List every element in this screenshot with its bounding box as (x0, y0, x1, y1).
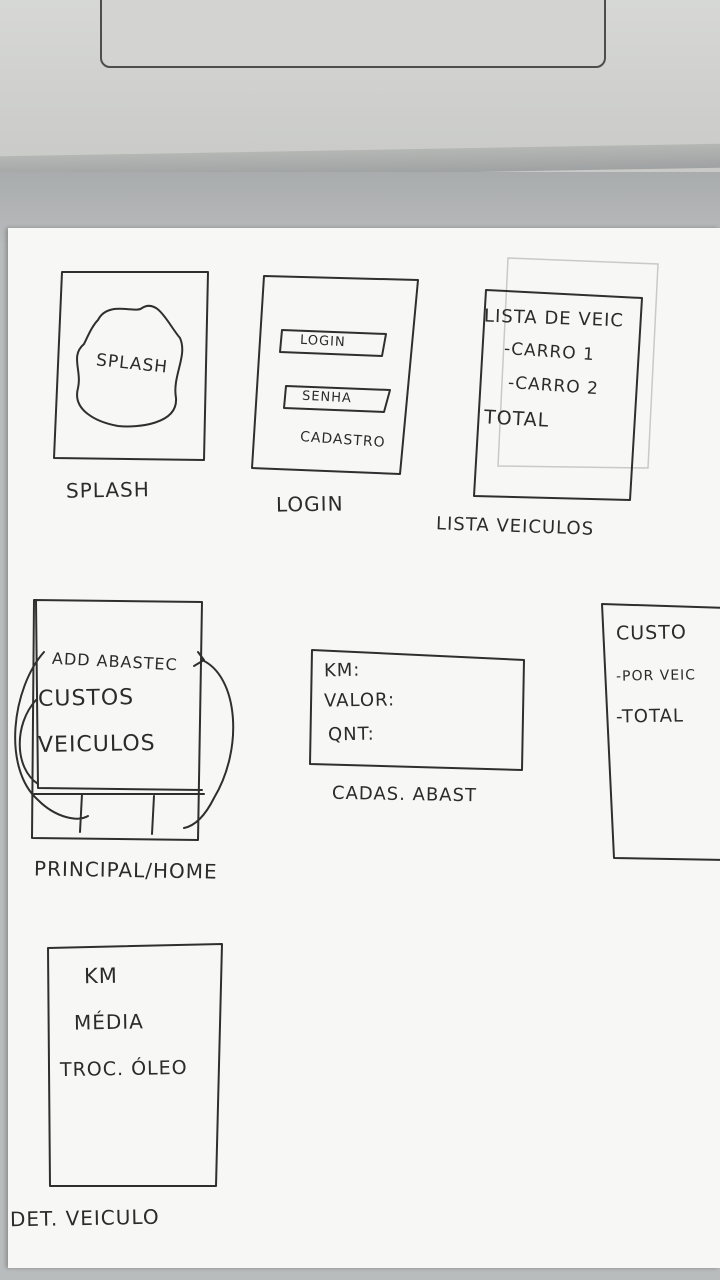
lista-frame (473, 289, 643, 501)
senha-field-box (283, 385, 391, 413)
splash-blob (76, 304, 184, 428)
det-item-km: KM (83, 963, 119, 989)
cadas-field-km: KM: (323, 659, 361, 682)
login-caption: LOGIN (275, 491, 344, 517)
cadas-abast-frame (309, 649, 525, 771)
cadas-caption: CADAS. ABAST (331, 782, 478, 807)
cadas-field-qnt: QNT: (327, 723, 375, 746)
wireframe-drawing (14, 257, 720, 1187)
cadas-field-valor: VALOR: (323, 689, 396, 712)
splash-caption: SPLASH (65, 477, 150, 503)
custo-item-total: -TOTAL (615, 705, 685, 728)
principal-tab-divider-1 (79, 793, 83, 833)
lista-total: TOTAL (483, 406, 550, 432)
login-frame (251, 275, 419, 475)
principal-item-veiculos: VEICULOS (37, 730, 156, 759)
lista-ghost-frame (497, 257, 659, 469)
principal-tab-divider-2 (151, 795, 155, 835)
principal-caption: PRINCIPAL/HOME (33, 856, 218, 884)
login-field-label: LOGIN (299, 332, 347, 351)
det-item-media: MÉDIA (73, 1009, 145, 1035)
det-item-troc-oleo: TROC. ÓLEO (59, 1056, 188, 1082)
laptop-body (0, 0, 720, 181)
principal-arrow-left-inner (18, 699, 39, 785)
custo-frame (601, 603, 720, 861)
senha-field-label: SENHA (301, 388, 353, 407)
custo-title: CUSTO (615, 621, 687, 645)
sketch-paper: SPLASH SPLASH LOGIN SENHA CADASTRO LOGIN… (8, 228, 720, 1268)
login-field-box (279, 329, 387, 357)
det-veiculo-caption: DET. VEICULO (9, 1204, 160, 1232)
det-veiculo-frame (47, 943, 223, 1187)
splash-frame (53, 271, 209, 461)
principal-arrow-right (183, 659, 235, 829)
laptop-touchpad (100, 0, 606, 68)
principal-arrow-left-outer (14, 651, 89, 820)
custo-item-por-veic: -POR VEIC (615, 667, 697, 685)
principal-frame (31, 599, 203, 841)
principal-arrow-head (193, 651, 205, 667)
principal-item-custos: CUSTOS (37, 685, 135, 712)
